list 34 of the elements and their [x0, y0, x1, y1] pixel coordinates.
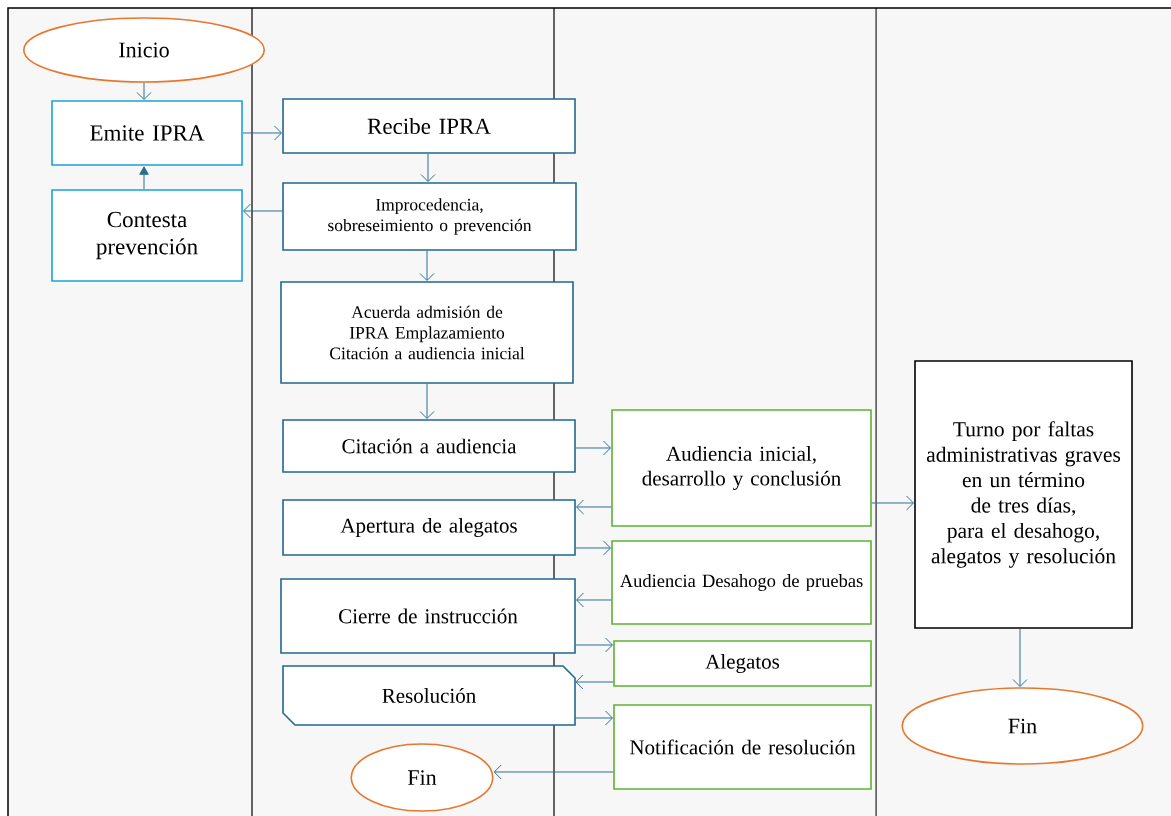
arrow — [575, 440, 611, 456]
arrow — [1012, 628, 1028, 687]
arrow — [419, 250, 435, 281]
terminal-oval: Fin — [350, 743, 494, 812]
terminal-oval: Inicio — [23, 17, 265, 83]
arrow — [575, 540, 611, 556]
process-box: Acuerda admisión de IPRA Emplazamiento Citación a audiencia inicial — [280, 281, 574, 384]
arrow — [871, 495, 914, 511]
arrow — [136, 82, 152, 100]
process-box: Improcedencia, sobreseimiento o prevención — [282, 182, 577, 251]
terminal-oval: Fin — [901, 687, 1144, 765]
process-box: Cierre de instrucción — [280, 578, 576, 654]
process-box: Turno por faltas administrativas graves en un término de tres días, para el desahogo, alegatos y resolución — [914, 360, 1133, 629]
arrow — [575, 637, 613, 653]
process-box: Contesta prevención — [51, 189, 243, 282]
process-box: Audiencia inicial, desarrollo y conclusión — [611, 409, 872, 527]
process-box: Citación a audiencia — [282, 419, 576, 473]
process-box: Resolución — [282, 665, 576, 726]
arrow — [576, 499, 612, 515]
process-box: Alegatos — [613, 640, 872, 687]
arrow — [574, 710, 613, 726]
arrow — [419, 383, 435, 419]
process-box: Recibe IPRA — [282, 98, 576, 154]
arrow — [493, 764, 614, 780]
process-box: Notificación de resolución — [613, 704, 872, 790]
arrow — [242, 125, 282, 141]
arrow — [243, 203, 283, 219]
arrow — [139, 166, 149, 190]
process-box: Emite IPRA — [51, 100, 243, 166]
process-box: Audiencia Desahogo de pruebas — [611, 540, 872, 625]
arrow — [576, 592, 612, 608]
arrow — [575, 674, 614, 690]
process-box: Apertura de alegatos — [282, 499, 576, 556]
arrow — [420, 153, 436, 182]
